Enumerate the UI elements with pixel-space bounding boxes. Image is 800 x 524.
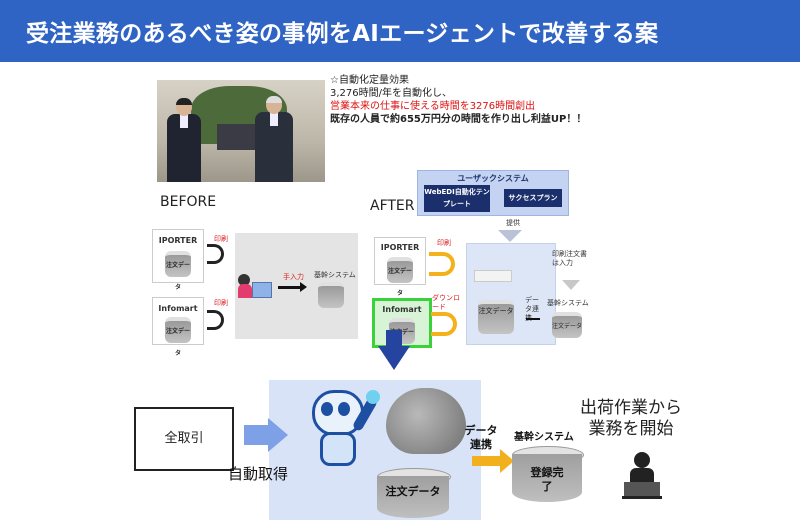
results-line-1: 3,276時間/年を自動化し、	[330, 88, 452, 99]
worker-laptop-icon	[622, 452, 662, 500]
provide-arrow	[498, 230, 522, 242]
user-system-title: ユーザックシステム	[457, 174, 529, 183]
before-label: BEFORE	[160, 194, 217, 210]
automation-results: ☆自動化定量効果 3,276時間/年を自動化し、 営業本来の仕事に使える時間を3…	[330, 74, 586, 126]
after-infomart-label: Infomart	[382, 305, 422, 314]
lower-data-link-label: データ連携	[464, 424, 498, 451]
operator-laptop-icon	[238, 272, 272, 302]
results-line-3: 既存の人員で約655万円分の時間を作り出し利益UP！！	[330, 114, 587, 125]
before-infomart-box: Infomart 注文データ	[152, 297, 204, 357]
before-print-label-2: 印刷	[214, 299, 228, 307]
transition-arrow-stem	[386, 330, 402, 348]
shipping-line-2: 業務を開始	[588, 419, 674, 439]
before-infomart-label: Infomart	[158, 304, 198, 313]
person-right	[255, 96, 293, 182]
after-core-system-db: 注文データ	[552, 312, 582, 338]
after-iporter-box: IPORTER 注文データ	[374, 237, 426, 297]
results-line-2: 営業本来の仕事に使える時間を3276時間創出	[330, 101, 536, 112]
before-print-label-1: 印刷	[214, 235, 228, 243]
after-label: AFTER	[370, 198, 415, 214]
person-left	[167, 98, 201, 182]
after-data-link-arrow	[526, 318, 540, 320]
before-core-system-db	[318, 282, 344, 308]
after-print-arrow	[429, 252, 455, 276]
after-core-system-label: 基幹システム	[547, 299, 589, 307]
after-download-label: ダウンロード	[432, 294, 460, 311]
lower-core-system-label: 基幹システム	[514, 432, 574, 443]
manual-input-arrow	[278, 286, 302, 289]
title-banner	[0, 0, 800, 62]
acquire-arrow-head	[268, 418, 288, 452]
after-print-label: 印刷	[437, 239, 451, 247]
after-iporter-order-data: 注文データ	[387, 257, 413, 297]
after-note-arrow	[562, 280, 580, 290]
user-system-panel: ユーザックシステム WebEDI自動化テンプレート サクセスプラン	[417, 170, 569, 216]
before-iporter-label: IPORTER	[158, 236, 198, 245]
webedi-template-box: WebEDI自動化テンプレート	[424, 185, 490, 212]
transition-arrow-head	[378, 346, 410, 370]
lower-order-data-db: 注文データ	[377, 476, 449, 518]
brain-icon	[386, 388, 466, 454]
lower-data-link-arrow	[472, 456, 500, 466]
page-title: 受注業務のあるべき姿の事例をAIエージェントで改善する案	[26, 21, 659, 47]
photo-signboard	[217, 124, 257, 150]
after-download-arrow	[431, 312, 457, 336]
before-iporter-order-data: 注文データ	[165, 251, 191, 291]
manual-input-label: 手入力	[283, 273, 304, 281]
results-heading: ☆自動化定量効果	[330, 75, 409, 86]
provide-label: 提供	[506, 219, 520, 227]
registered-complete-db: 登録完了	[512, 454, 582, 502]
before-print-arrow-2	[207, 310, 224, 330]
shipping-line-1: 出荷作業から	[580, 398, 682, 418]
after-infomart-box: Infomart 注文データ	[372, 298, 432, 358]
before-print-arrow-1	[207, 244, 224, 264]
before-iporter-box: IPORTER 注文データ	[152, 229, 204, 291]
auto-acquire-label: 自動取得	[228, 465, 289, 483]
before-core-system-label: 基幹システム	[314, 271, 356, 279]
lower-data-link-arrow-head	[500, 449, 514, 473]
shipping-start-text: 出荷作業から 業務を開始	[580, 398, 682, 440]
all-trades-box: 全取引	[134, 407, 234, 471]
before-infomart-order-data: 注文データ	[165, 317, 191, 357]
after-order-data-db: 注文データ	[478, 300, 514, 334]
robot-mascot-icon	[306, 384, 382, 474]
manual-input-arrow-head	[300, 282, 307, 292]
after-iporter-label: IPORTER	[380, 243, 420, 252]
acquire-arrow	[244, 425, 268, 445]
automation-logo-icon	[474, 270, 512, 282]
after-printed-order-note: 印刷注文書は入力	[552, 250, 587, 267]
success-plan-box: サクセスプラン	[504, 189, 562, 207]
team-photo	[157, 80, 325, 182]
